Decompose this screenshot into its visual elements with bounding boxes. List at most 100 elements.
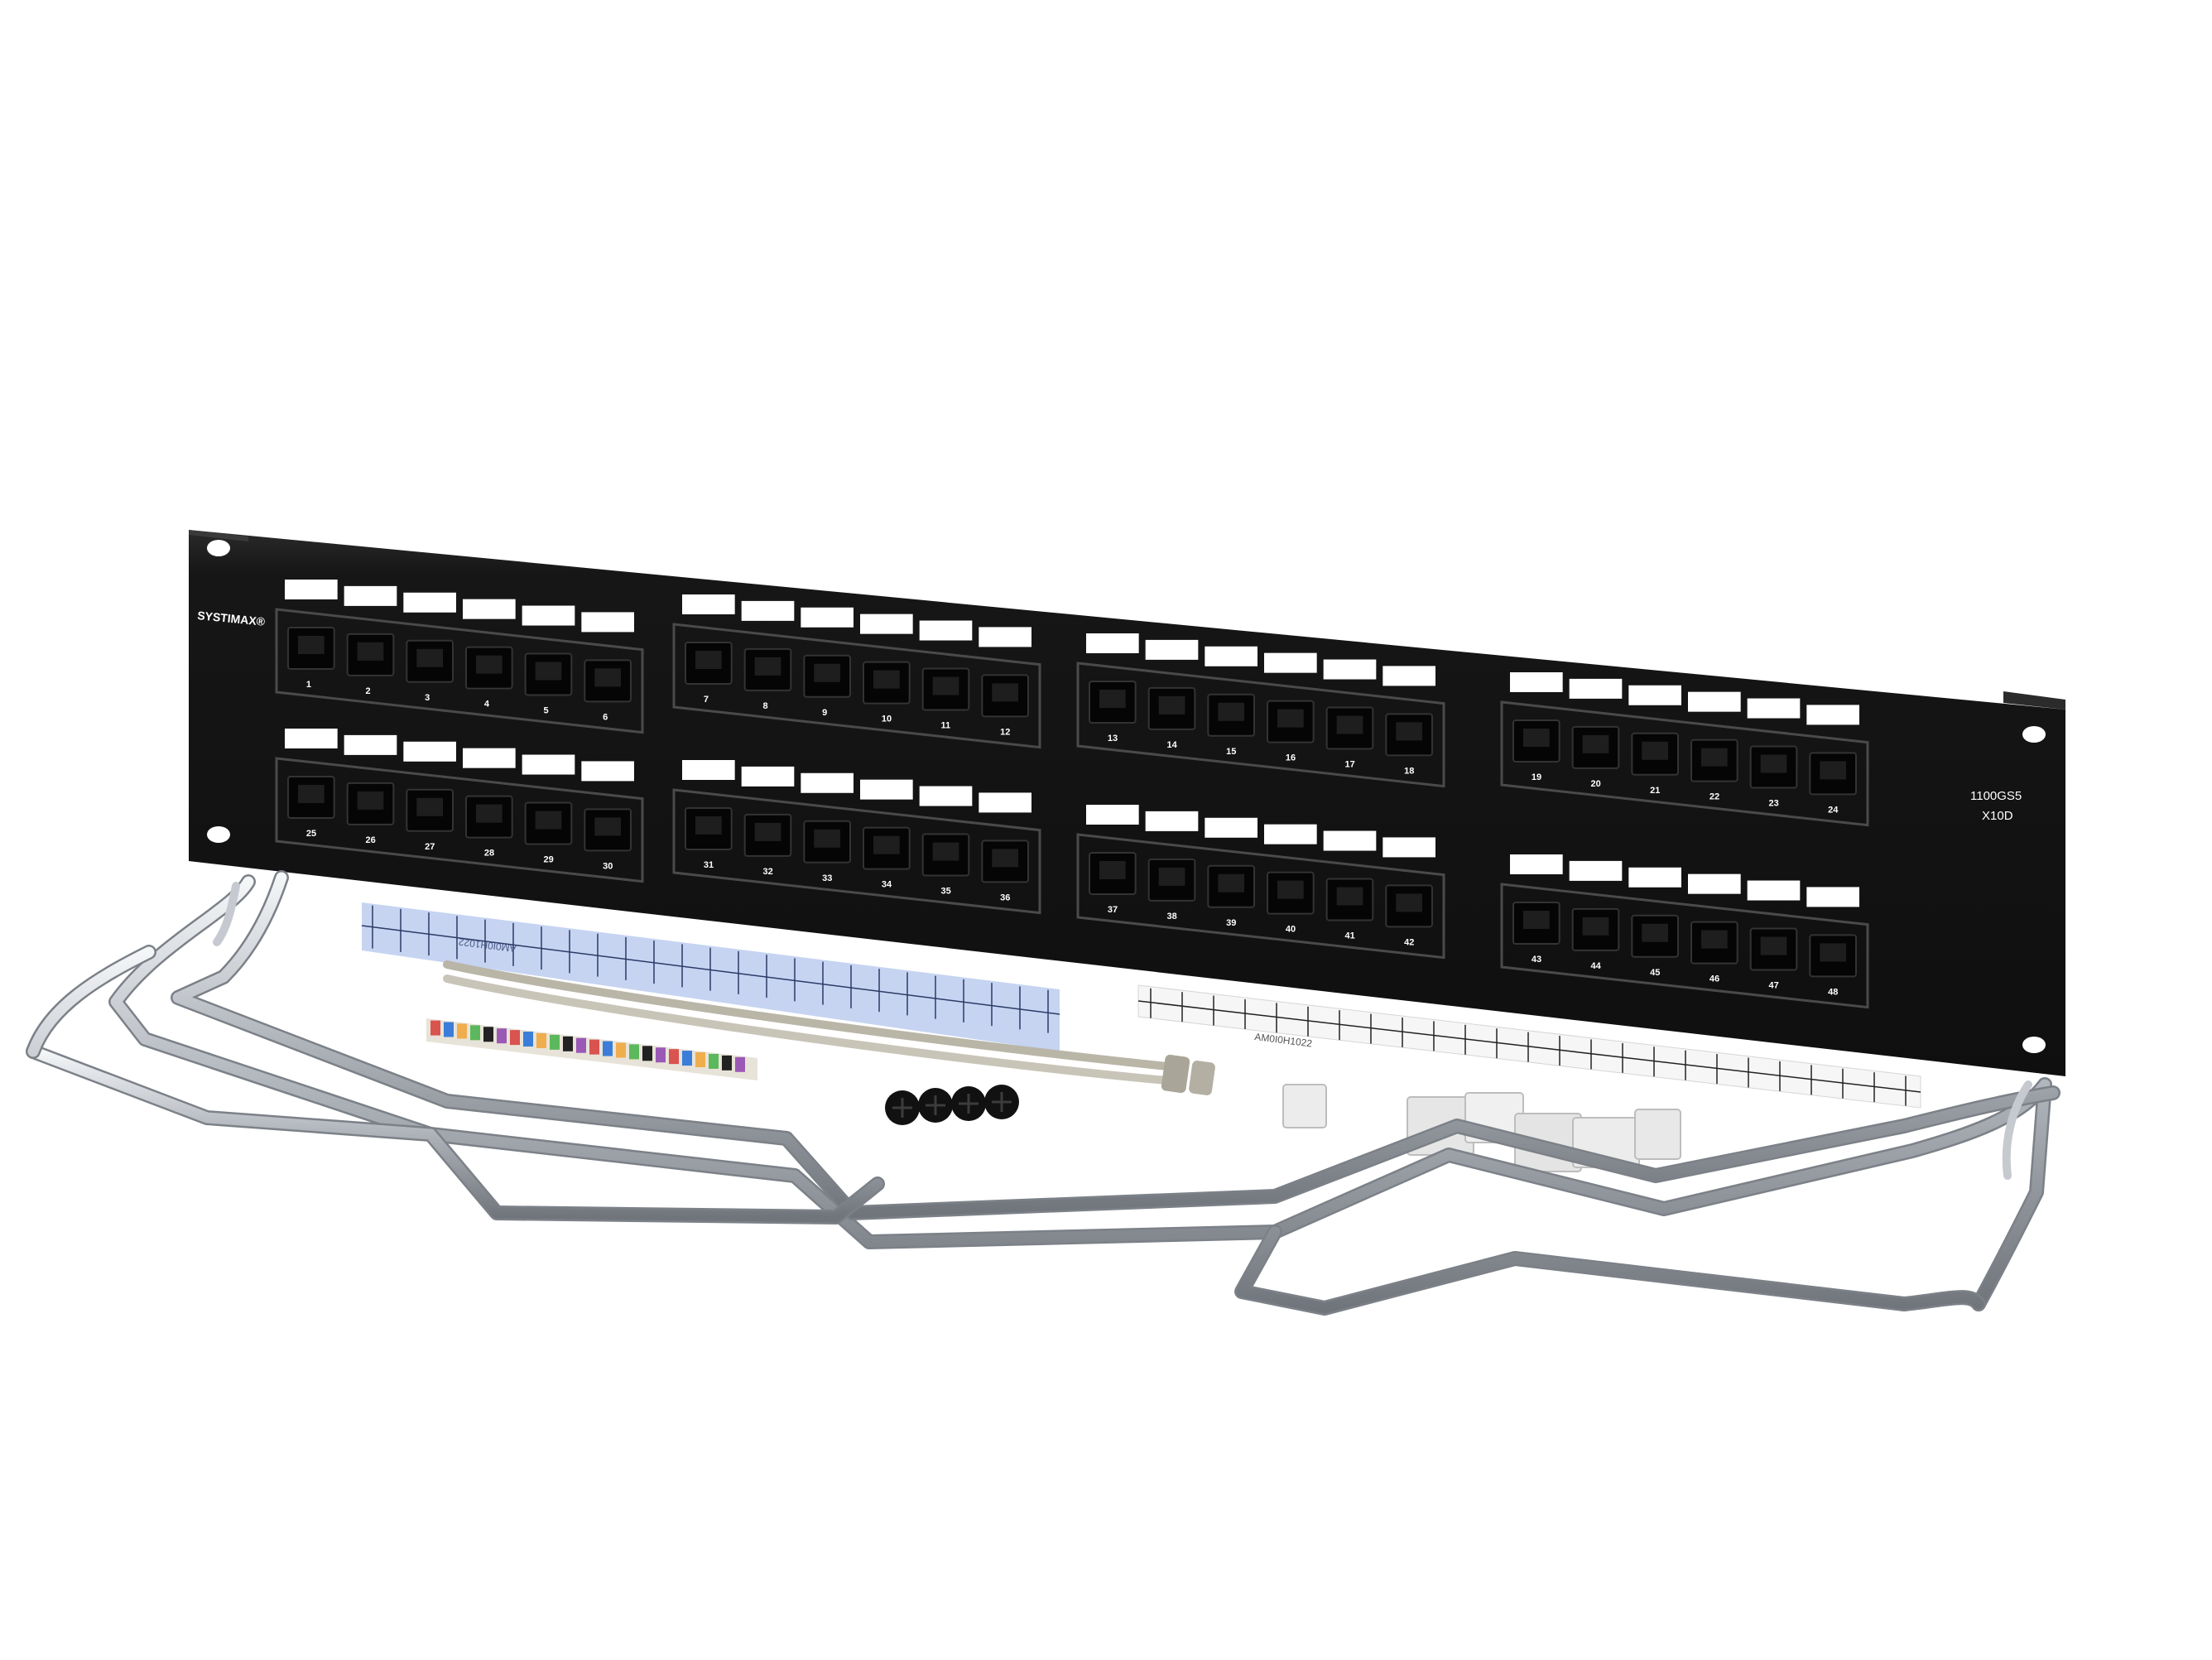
label-window: [1688, 691, 1741, 712]
port-number: 40: [1286, 925, 1296, 935]
mounting-hole: [2022, 1037, 2046, 1053]
jack-contacts: [535, 662, 562, 681]
jack-contacts: [298, 785, 325, 803]
model-label-line-1: 1100GS5: [1970, 789, 2022, 803]
port-number: 38: [1167, 912, 1177, 921]
jack-contacts: [594, 668, 621, 687]
port-number: 48: [1828, 987, 1838, 997]
jack-contacts: [1582, 734, 1609, 753]
port-number: 8: [763, 701, 768, 711]
screw-slots: [892, 1092, 1012, 1118]
jack-contacts: [1760, 754, 1787, 773]
label-window: [1264, 824, 1317, 844]
jack-contacts: [695, 816, 722, 835]
icon-glyph: [523, 1032, 533, 1047]
icon-strip-icons: [430, 1020, 745, 1072]
wire-frame-back: [110, 876, 2051, 1310]
port-number: 45: [1650, 968, 1660, 978]
jack-frame: [672, 788, 1041, 915]
clip: [1634, 1109, 1681, 1160]
jack-contacts: [814, 829, 840, 848]
label-window: [463, 748, 516, 768]
jack-contacts: [1099, 861, 1126, 879]
label-window: [979, 792, 1031, 813]
icon-glyph: [682, 1051, 692, 1066]
brand-label: SYSTIMAX®: [197, 609, 267, 628]
port-number: 11: [941, 721, 951, 731]
color-icon-strip: [426, 1018, 757, 1080]
label-window: [1205, 646, 1257, 666]
wire-hooks: [213, 882, 2032, 1180]
port-number: 4: [484, 700, 490, 710]
port-number: 27: [425, 842, 435, 852]
label-window: [1382, 837, 1435, 858]
jack-contacts: [1277, 880, 1304, 899]
port-number: 20: [1591, 779, 1601, 789]
label-window: [1747, 698, 1801, 719]
icon-glyph: [510, 1030, 520, 1046]
label-window: [1569, 860, 1623, 881]
label-window: [522, 605, 575, 626]
jack-contacts: [992, 683, 1018, 702]
icon-glyph: [709, 1053, 719, 1069]
cable-management-bar: [26, 870, 2061, 1316]
icon-glyph: [603, 1041, 613, 1056]
label-window: [403, 592, 456, 613]
jack-contacts: [1820, 943, 1846, 962]
jack-contacts: [1523, 729, 1550, 747]
label-window: [581, 761, 634, 782]
jack-contacts: [1820, 761, 1846, 780]
icon-glyph: [550, 1034, 560, 1050]
jack-contacts: [357, 791, 384, 810]
label-window: [1806, 887, 1859, 907]
label-window: [1628, 867, 1681, 888]
icon-glyph: [470, 1025, 480, 1041]
jack-contacts: [1760, 936, 1787, 955]
cable-tie: [443, 960, 1188, 1072]
label-window: [1086, 633, 1139, 653]
mounting-hole: [207, 826, 230, 843]
port-number: 7: [704, 695, 709, 705]
jack-contacts: [1336, 715, 1363, 734]
jack-contacts: [873, 835, 900, 854]
port-number: 46: [1709, 974, 1719, 984]
label-window: [1747, 880, 1801, 901]
jack-contacts: [476, 804, 503, 823]
port-number: 13: [1108, 734, 1118, 743]
port-number: 33: [822, 873, 832, 883]
port-number: 43: [1532, 955, 1541, 965]
port-number: 39: [1226, 918, 1236, 928]
jack-contacts: [873, 670, 900, 689]
port-number: 41: [1345, 931, 1355, 941]
jack-contacts: [594, 817, 621, 836]
jack-frame: [1500, 883, 1869, 1009]
cable-tie-head: [1161, 1054, 1190, 1094]
port-number: 5: [544, 706, 549, 716]
port-number: 26: [366, 835, 376, 845]
jack-contacts: [1582, 917, 1609, 936]
jack-contacts: [298, 636, 325, 654]
grid-line: [361, 925, 1060, 1015]
port-number: 28: [484, 849, 494, 859]
port-number: 17: [1345, 760, 1355, 770]
label-window: [1510, 672, 1563, 692]
jack-contacts: [1218, 702, 1244, 721]
label-window: [741, 600, 795, 621]
port-number: 6: [603, 712, 608, 722]
port-number: 36: [1000, 893, 1010, 902]
port-number: 19: [1532, 772, 1541, 782]
label-window: [1569, 678, 1623, 699]
cable-tie: [443, 974, 1180, 1085]
icon-glyph: [497, 1028, 507, 1044]
icon-glyph: [576, 1037, 586, 1053]
mounting-hole: [207, 540, 230, 556]
panel-top-edge: [189, 530, 248, 541]
port-number: 44: [1591, 961, 1602, 971]
label-window: [1806, 705, 1859, 725]
label-window: [1264, 652, 1317, 673]
jack-contacts: [754, 822, 781, 841]
